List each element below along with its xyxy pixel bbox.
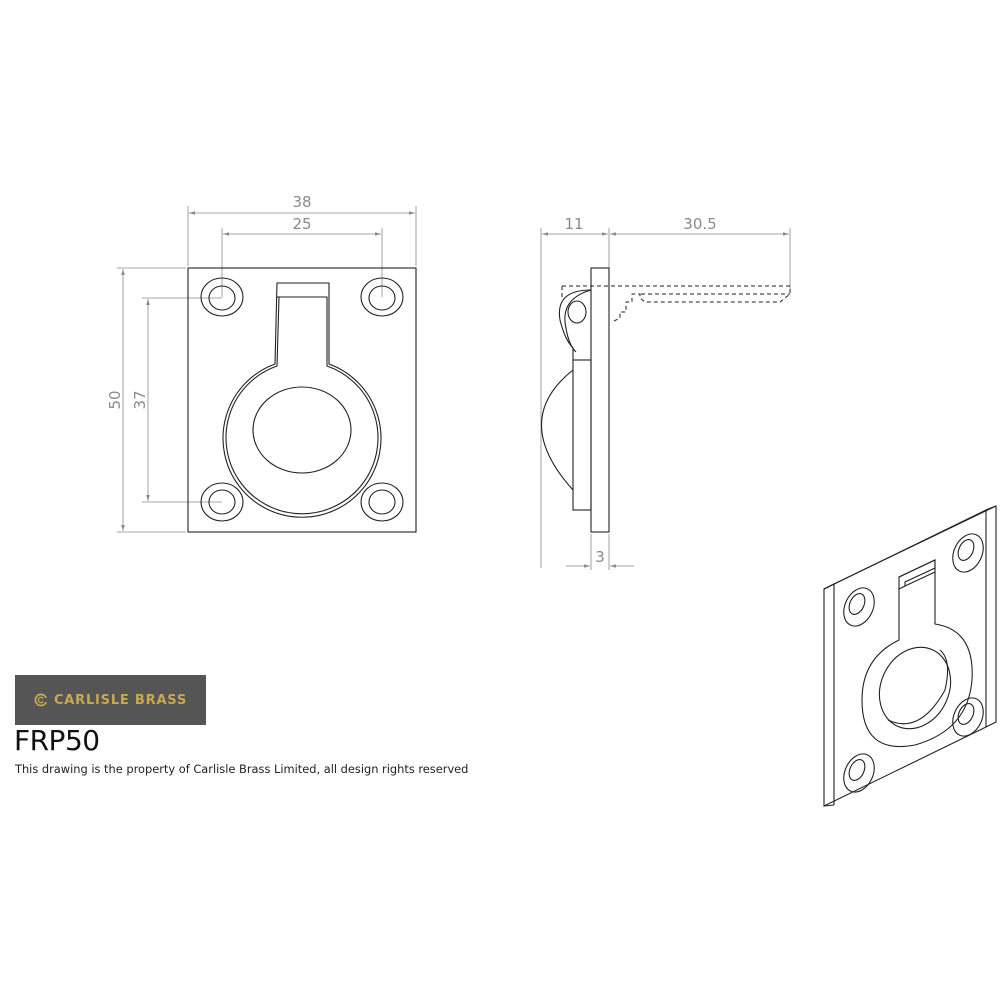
side-view: 11 30.5 3 <box>540 215 791 570</box>
dim-projection: 11 <box>564 215 583 233</box>
front-dimensions <box>117 206 417 533</box>
screw-hole-icon <box>843 753 875 793</box>
dim-ring-open-extension: 30.5 <box>683 215 716 233</box>
screw-hole-icon <box>843 587 875 627</box>
ring-open-position <box>561 285 791 323</box>
screw-hole-icon <box>952 697 984 737</box>
brand-c-icon <box>34 693 48 707</box>
brand-logo: CARLISLE BRASS <box>15 675 206 725</box>
side-part-outline <box>541 267 610 533</box>
dim-plate-thickness: 3 <box>595 548 605 566</box>
side-dimensions <box>540 228 791 570</box>
dim-hole-centres-vertical: 37 <box>131 390 149 409</box>
screw-hole-icon <box>952 533 984 573</box>
dim-overall-height: 50 <box>106 390 124 409</box>
front-part-outline <box>187 267 417 533</box>
dim-hole-centres-horizontal: 25 <box>292 215 311 233</box>
screw-hole-icon <box>200 277 244 317</box>
dim-overall-width: 38 <box>292 193 311 211</box>
brand-name: CARLISLE BRASS <box>53 692 188 708</box>
product-code: FRP50 <box>14 724 100 757</box>
screw-hole-icon <box>200 482 244 522</box>
screw-hole-icon <box>360 277 404 317</box>
screw-hole-icon <box>360 482 404 522</box>
front-view: 38 25 50 37 <box>106 193 417 533</box>
isometric-view <box>823 505 997 807</box>
copyright-notice: This drawing is the property of Carlisle… <box>15 762 469 776</box>
